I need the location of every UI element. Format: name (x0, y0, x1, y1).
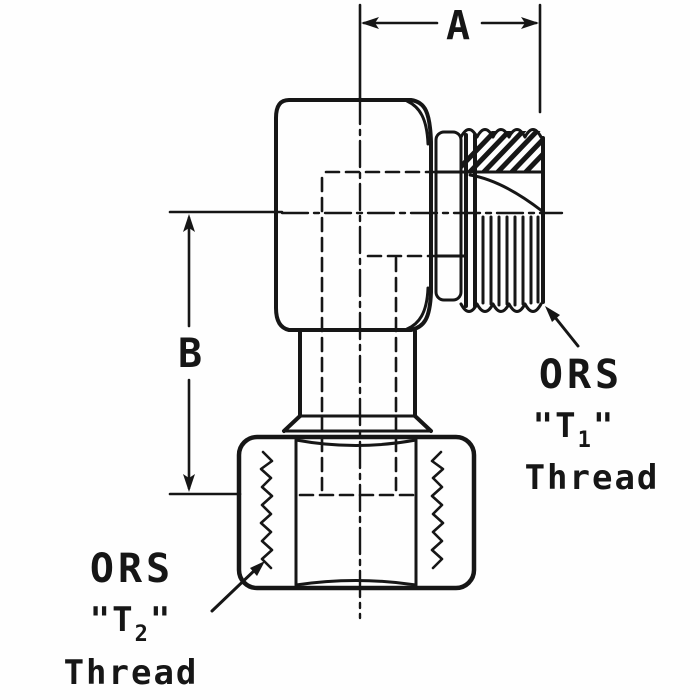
t2-thread-subscript: 2 (135, 622, 150, 647)
t1-thread-close: " (593, 406, 615, 446)
bore-mouth-curve (468, 173, 544, 213)
t2-label: ORS "T2" Thread (64, 546, 199, 693)
t1-label-line1: ORS (539, 352, 623, 398)
nut-bottom-face-curve (294, 579, 418, 587)
dim-a-arrow-left-icon (361, 17, 379, 29)
t1-label-line2: "T1" (533, 406, 616, 453)
male-thread-end (459, 128, 545, 313)
nut-top-face-curve (294, 438, 418, 447)
centerlines (280, 96, 564, 620)
nut-outline (236, 434, 477, 591)
collar-outline (434, 130, 463, 302)
nut-thread-zigzag-right (430, 450, 445, 570)
dim-b-arrow-top-icon (183, 214, 195, 232)
t2-thread-close: " (150, 600, 172, 640)
t2-label-line2: "T2" (90, 600, 173, 647)
t2-thread-open: "T (90, 600, 135, 640)
t2-leader-line (210, 567, 258, 613)
dimension-b: B (168, 210, 284, 496)
body-outline (274, 98, 433, 332)
section-hatch (460, 131, 543, 173)
dim-a-label: A (446, 3, 472, 49)
flare-left (282, 414, 302, 433)
neck (282, 329, 433, 433)
dimension-a: A (358, 3, 542, 114)
t1-label: ORS "T1" Thread (525, 352, 660, 498)
t2-leader-arrow-icon (250, 561, 265, 576)
swivel-nut (236, 434, 477, 591)
dim-b-label: B (178, 331, 204, 377)
t2-label-line3: Thread (64, 653, 199, 693)
t1-thread-open: "T (533, 406, 578, 446)
thread-lines (481, 215, 540, 307)
leaders (210, 306, 580, 613)
t1-label-line3: Thread (525, 458, 660, 498)
t1-leader-arrow-icon (545, 306, 560, 322)
dim-a-arrow-right-icon (521, 17, 539, 29)
flare-right (413, 414, 433, 433)
body-shoulder-curve-bottom (405, 286, 430, 331)
body-shoulder-curve-top (405, 99, 430, 146)
t1-thread-subscript: 1 (578, 428, 593, 453)
nut-thread-zigzag-left (259, 450, 274, 570)
t2-label-line1: ORS (90, 546, 174, 592)
dim-b-arrow-bottom-icon (183, 474, 195, 492)
